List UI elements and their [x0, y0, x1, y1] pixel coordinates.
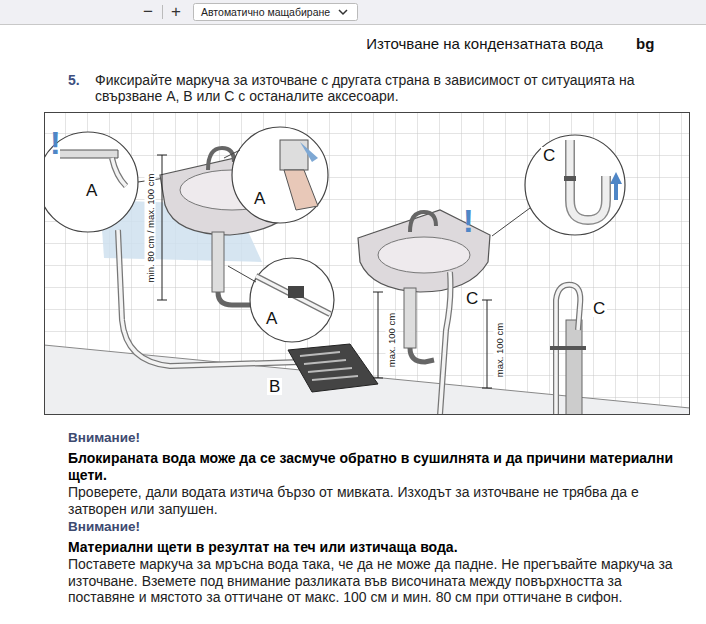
warning-mark: !	[50, 126, 61, 160]
warning-text: Поставете маркуча за мръсна вода така, ч…	[68, 556, 678, 606]
zoom-select: Автоматично мащабиране	[201, 6, 330, 19]
callout-letter: B	[267, 378, 282, 395]
zoom-in-button: +	[171, 2, 181, 22]
step-number: 5.	[68, 72, 80, 88]
warning-title: Материални щети в резултат на теч или из…	[68, 539, 678, 556]
warning-heading: Внимание!	[68, 519, 678, 535]
callout-letter: C	[541, 147, 557, 164]
running-header: Източване на кондензатната вода	[366, 35, 603, 53]
zoom-out-button: −	[143, 2, 153, 22]
callout-letter: A	[252, 190, 267, 207]
warning-text: Проверете, дали водата изтича бързо от м…	[68, 484, 678, 517]
callout-letter: A	[264, 310, 279, 327]
dimension-label: max. 100 cm	[386, 311, 397, 369]
step-text: Фиксирайте маркуча за източване с другат…	[95, 72, 687, 104]
warning-mark: !	[463, 204, 474, 238]
callout-letter: C	[464, 290, 480, 307]
callout-letter: A	[84, 182, 99, 199]
warning-heading: Внимание!	[68, 430, 678, 446]
callout-letter: C	[591, 300, 607, 317]
warning-title: Блокираната вода може да се засмуче обра…	[68, 450, 678, 483]
dimension-label: min. 80 cm / max. 100 cm	[145, 172, 156, 285]
dimension-label: max. 100 cm	[494, 321, 505, 379]
language-code: bg	[636, 35, 654, 53]
